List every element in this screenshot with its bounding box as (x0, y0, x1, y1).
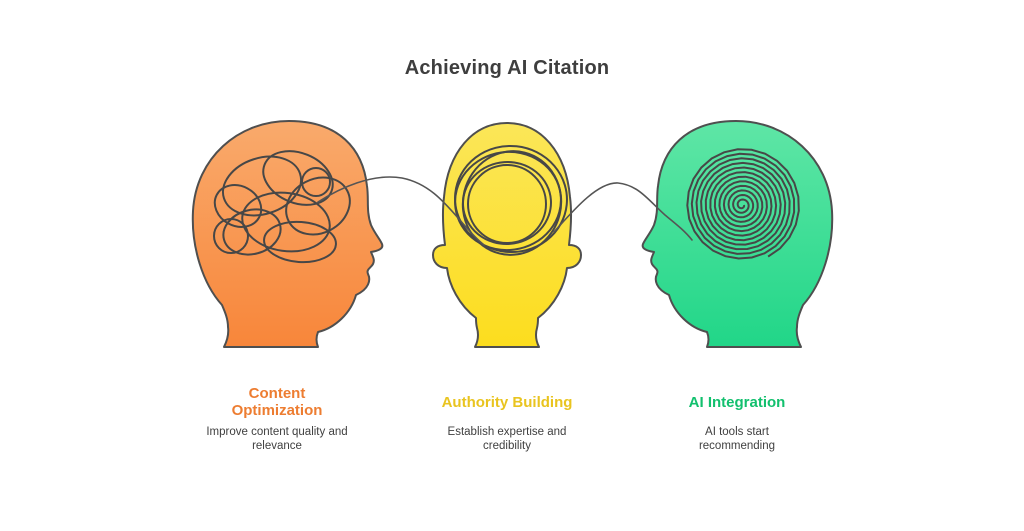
step-column-authority-building: Authority Building Establish expertise a… (407, 383, 607, 453)
step-label-text: Authority Building (441, 393, 573, 411)
page-title: Achieving AI Citation (404, 57, 610, 79)
front-head-loops-icon (432, 122, 582, 348)
step-label: Authority Building (407, 383, 607, 421)
step-column-content-optimization: Content Optimization Improve content qua… (177, 383, 377, 453)
loops-scribble (454, 144, 568, 256)
tangle-scribble (213, 150, 351, 264)
connector-thread-1 (317, 176, 485, 246)
step-label-text: Content Optimization (231, 385, 323, 419)
step-description: Improve content quality and relevance (206, 426, 348, 452)
step-description: Establish expertise and credibility (447, 426, 567, 452)
profile-head-tangle-icon (191, 120, 384, 348)
connector-thread-2 (553, 182, 693, 241)
step-description: AI tools start recommending (698, 426, 776, 452)
spiral-scribble (686, 148, 800, 260)
step-column-ai-integration: AI Integration AI tools start recommendi… (637, 383, 837, 453)
step-label: Content Optimization (177, 383, 377, 421)
step-label-text: AI Integration (688, 393, 786, 411)
step-label: AI Integration (637, 383, 837, 421)
